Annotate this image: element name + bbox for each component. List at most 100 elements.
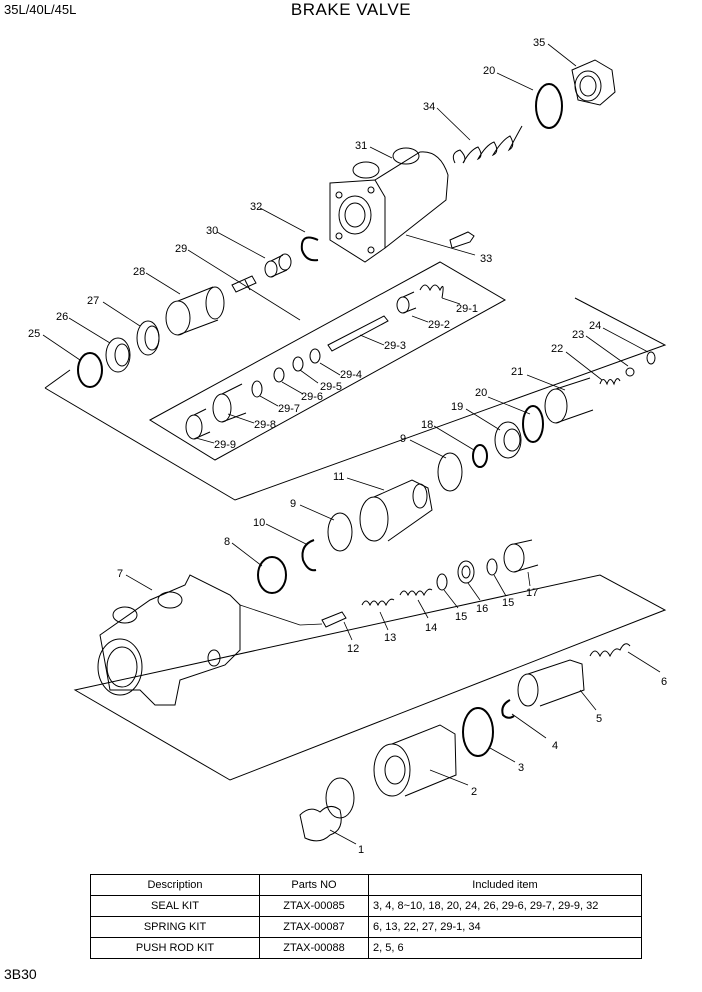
callout-29-8: 29-8: [254, 419, 276, 431]
callout-3: 3: [518, 762, 524, 774]
callout-29-4: 29-4: [340, 369, 362, 381]
callout-22: 22: [551, 343, 563, 355]
kit-included-items: 3, 4, 8~10, 18, 20, 24, 26, 29-6, 29-7, …: [368, 895, 642, 917]
part-29-7-ring: [251, 380, 263, 398]
kit-table: Description Parts NO Included item SEAL …: [90, 874, 642, 959]
callout-19: 19: [451, 401, 463, 413]
kit-included-items: 2, 5, 6: [368, 937, 642, 959]
callout-5: 5: [596, 713, 602, 725]
part-18-oring: [472, 444, 488, 468]
callout-29-6: 29-6: [301, 391, 323, 403]
exploded-parts-diagram: 35 20 34 31 32 33 30 29 28 27 26 25 29-1…: [28, 37, 667, 856]
callout-11: 11: [333, 471, 344, 483]
model-label: 35L/40L/45L: [4, 2, 77, 17]
callout-29-3: 29-3: [384, 340, 406, 352]
callout-9-lower: 9: [290, 498, 296, 510]
part-31-cylinder-body: [329, 147, 449, 263]
callout-28: 28: [133, 266, 145, 278]
col-included-item: Included item: [368, 874, 642, 896]
part-25-ring: [77, 352, 103, 388]
callout-20: 20: [483, 65, 495, 77]
part-29-valve-stem: [231, 275, 257, 293]
callout-29-5: 29-5: [320, 381, 342, 393]
callout-12: 12: [347, 643, 359, 655]
col-parts-no: Parts NO: [259, 874, 369, 896]
kit-table-header-row: Description Parts NO Included item: [90, 874, 642, 896]
callout-17: 17: [526, 587, 538, 599]
callout-27: 27: [87, 295, 99, 307]
callout-10: 10: [253, 517, 265, 529]
leader-lines: [42, 43, 661, 845]
callout-15-b: 15: [502, 597, 514, 609]
kit-parts-no: ZTAX-00088: [259, 937, 369, 959]
callout-33: 33: [480, 253, 492, 265]
part-26-seal: [105, 337, 131, 373]
callout-20-b: 20: [475, 387, 487, 399]
part-29-3-rod: [327, 315, 389, 352]
kit-description: SEAL KIT: [90, 895, 260, 917]
callout-29-2: 29-2: [428, 319, 450, 331]
callout-29: 29: [175, 243, 187, 255]
part-34-spring: [452, 125, 523, 164]
part-3-oring: [462, 707, 494, 757]
part-15-washer-b: [486, 558, 498, 576]
callout-6: 6: [661, 676, 667, 688]
part-21-plunger: [544, 377, 594, 424]
part-20-oring-top: [535, 83, 563, 129]
part-32-snap-ring: [300, 236, 319, 262]
part-13-spring: [361, 598, 395, 607]
part-5-push-rod: [517, 659, 585, 707]
part-16-nut: [457, 560, 475, 584]
callout-35: 35: [533, 37, 545, 49]
part-9-ring-upper: [437, 452, 463, 492]
callout-13: 13: [384, 632, 396, 644]
part-11-valve-sleeve: [359, 479, 433, 542]
part-1-boot: [299, 777, 355, 842]
table-row: PUSH ROD KIT ZTAX-00088 2, 5, 6: [90, 937, 642, 959]
part-9-ring-lower: [327, 512, 353, 552]
callout-34: 34: [423, 101, 435, 113]
callout-31: 31: [355, 140, 367, 152]
callout-8: 8: [224, 536, 230, 548]
callout-7: 7: [117, 568, 123, 580]
part-29-4-washer: [309, 348, 321, 364]
callout-24: 24: [589, 320, 601, 332]
part-29-9-cup: [185, 408, 211, 440]
kit-parts-no: ZTAX-00085: [259, 895, 369, 917]
part-6-spring: [589, 643, 631, 658]
part-8-oring: [257, 556, 287, 594]
part-29-1-spring: [419, 284, 444, 299]
part-29-2-sleeve: [396, 291, 417, 314]
part-33-bolt: [449, 231, 475, 249]
part-17-cap: [503, 539, 539, 573]
callout-25: 25: [28, 328, 40, 340]
part-19-nut: [494, 421, 522, 459]
page-code: 3B30: [4, 966, 37, 982]
kit-description: SPRING KIT: [90, 916, 260, 938]
callout-29-7: 29-7: [278, 403, 300, 415]
part-28-piston: [165, 286, 225, 336]
callout-29-9: 29-9: [214, 439, 236, 451]
page-title: BRAKE VALVE: [290, 0, 412, 19]
part-29-8-piston: [212, 383, 247, 423]
kit-description: PUSH ROD KIT: [90, 937, 260, 959]
part-23-ball: [625, 367, 635, 377]
sub-assembly-frame-29: [149, 261, 507, 461]
part-35-plug: [571, 59, 616, 106]
table-row: SEAL KIT ZTAX-00085 3, 4, 8~10, 18, 20, …: [90, 895, 642, 917]
callout-2: 2: [471, 786, 477, 798]
callout-labels: 35 20 34 31 32 33 30 29 28 27 26 25 29-1…: [28, 37, 667, 856]
part-29-5-washer: [292, 356, 304, 372]
callout-14: 14: [425, 622, 437, 634]
part-2-boot-holder: [373, 724, 457, 797]
part-4-snap-ring: [501, 699, 515, 719]
sub-assembly-frame-main: [44, 297, 667, 501]
callout-16: 16: [476, 603, 488, 615]
callout-30: 30: [206, 225, 218, 237]
callout-4: 4: [552, 740, 558, 752]
kit-parts-no: ZTAX-00087: [259, 916, 369, 938]
callout-9-upper: 9: [400, 433, 406, 445]
callout-23: 23: [572, 329, 584, 341]
kit-included-items: 6, 13, 22, 27, 29-1, 34: [368, 916, 642, 938]
callout-1: 1: [358, 844, 364, 856]
